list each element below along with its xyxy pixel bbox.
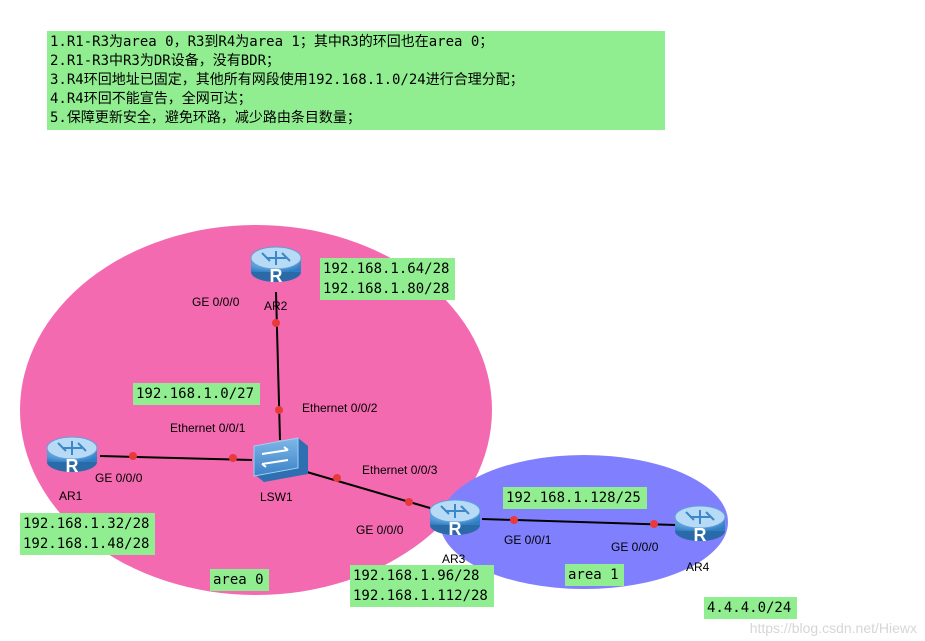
router-icon[interactable]: R <box>46 436 98 476</box>
port-dots <box>129 319 658 528</box>
switch-icon[interactable] <box>253 437 308 482</box>
svg-text:R: R <box>270 266 283 286</box>
subnet-text: 192.168.1.80/28 <box>323 281 450 297</box>
router-icon[interactable]: R <box>674 505 726 545</box>
area1-label: area 1 <box>565 564 624 586</box>
subnet-text: 192.168.1.128/25 <box>506 490 641 506</box>
requirement-line: 5.保障更新安全，避免环路，减少路由条目数量； <box>50 110 361 126</box>
port-dot <box>405 498 413 506</box>
subnet-text: 192.168.1.96/28 <box>353 568 480 584</box>
link-ar2-lsw1 <box>275 291 281 441</box>
iface-lsw-e2: Ethernet 0/0/2 <box>302 401 378 415</box>
port-dot <box>272 319 280 327</box>
port-dot <box>510 516 518 524</box>
watermark: https://blog.csdn.net/Hiewx <box>749 620 917 636</box>
iface-lsw-e3: Ethernet 0/0/3 <box>362 463 438 477</box>
subnet-text: 192.168.1.112/28 <box>353 588 488 604</box>
area0-zone <box>20 225 492 595</box>
subnet-label-ar4-loopback: 4.4.4.0/24 <box>704 597 798 619</box>
port-dot <box>229 454 237 462</box>
subnet-text: 192.168.1.64/28 <box>323 261 450 277</box>
iface-ar3-ge0: GE 0/0/0 <box>356 523 404 537</box>
link-ar1-lsw1 <box>99 455 253 461</box>
area0-label: area 0 <box>210 569 269 591</box>
iface-ar3-ge1: GE 0/0/1 <box>504 533 552 547</box>
port-dot <box>650 520 658 528</box>
requirement-line: 4.R4环回不能宣告，全网可达； <box>50 91 252 107</box>
iface-ar2-ge: GE 0/0/0 <box>192 295 240 309</box>
subnet-label-ar3-ar4: 192.168.1.128/25 <box>503 487 647 509</box>
router-icon[interactable]: R <box>429 499 481 539</box>
port-dot <box>275 406 283 414</box>
iface-lsw-e1: Ethernet 0/0/1 <box>170 421 246 435</box>
iface-ar1-ge: GE 0/0/0 <box>95 471 143 485</box>
subnet-text: 192.168.1.0/27 <box>136 386 255 402</box>
requirements-note: 1.R1-R3为area 0，R3到R4为area 1；其中R3的环回也在are… <box>47 31 665 130</box>
svg-text:R: R <box>66 456 79 476</box>
subnet-label-ar3: 192.168.1.96/28 192.168.1.112/28 <box>350 565 494 607</box>
device-label-lsw1: LSW1 <box>260 490 293 504</box>
requirement-line: 2.R1-R3中R3为DR设备，没有BDR； <box>50 53 281 69</box>
subnet-text: 192.168.1.48/28 <box>23 536 150 552</box>
device-label-ar1: AR1 <box>59 489 83 503</box>
device-label-ar3: AR3 <box>442 552 466 566</box>
svg-text:R: R <box>694 525 707 545</box>
svg-text:R: R <box>449 519 462 539</box>
router-icon[interactable]: R <box>250 246 302 286</box>
subnet-text: 4.4.4.0/24 <box>707 600 792 616</box>
requirement-line: 3.R4环回地址已固定，其他所有网段使用192.168.1.0/24进行合理分配… <box>50 72 524 88</box>
port-dot <box>129 452 137 460</box>
requirement-line: 1.R1-R3为area 0，R3到R4为area 1；其中R3的环回也在are… <box>50 34 494 50</box>
port-dot <box>333 474 341 482</box>
iface-ar4-ge: GE 0/0/0 <box>611 540 659 554</box>
subnet-text: 192.168.1.32/28 <box>23 516 150 532</box>
subnet-label-ar1: 192.168.1.32/28 192.168.1.48/28 <box>20 513 156 555</box>
subnet-label-ar2: 192.168.1.64/28 192.168.1.80/28 <box>320 258 456 300</box>
device-label-ar4: AR4 <box>686 560 710 574</box>
device-label-ar2: AR2 <box>264 299 288 313</box>
subnet-label-lan: 192.168.1.0/27 <box>133 383 261 405</box>
